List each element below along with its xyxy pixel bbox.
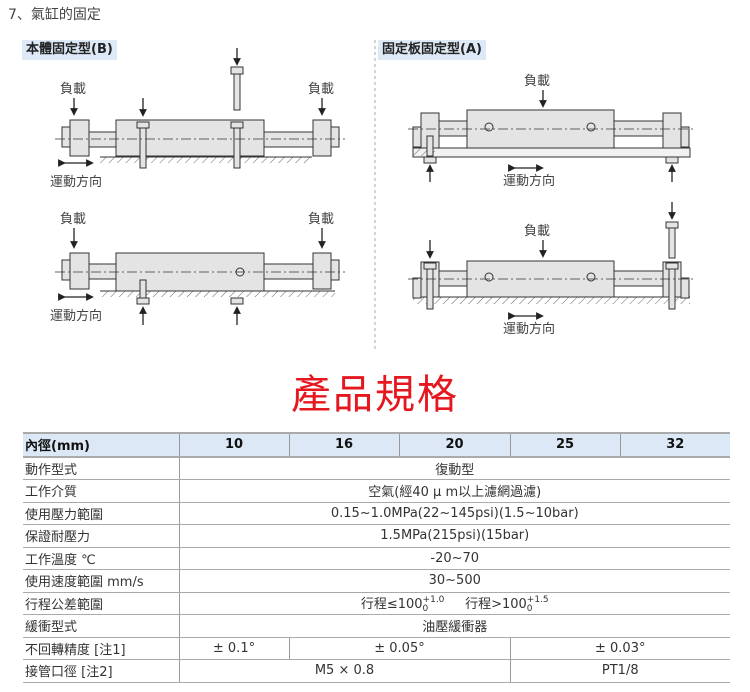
stroke-le-100: 行程≤100 bbox=[360, 597, 423, 612]
arrows bbox=[70, 48, 676, 325]
row-label: 工作介質 bbox=[23, 479, 179, 503]
tolerance-lower: 0 bbox=[526, 603, 533, 614]
row-label: 不回轉精度 [注1] bbox=[23, 637, 179, 660]
header-cell: 16 bbox=[288, 432, 399, 458]
section-title: 7、氣缸的固定 bbox=[8, 7, 101, 23]
table-row: 工作溫度 ℃-20~70 bbox=[23, 547, 730, 570]
cylinder-a-top bbox=[408, 109, 695, 164]
row-value: ± 0.05° bbox=[288, 637, 510, 660]
panel-a-label: 固定板固定型(A) bbox=[378, 40, 486, 60]
header-cell: 25 bbox=[509, 432, 620, 458]
table-row: 接管口徑 [注2] M5 × 0.8 PT1/8 bbox=[23, 659, 730, 683]
row-value: 空氣(經40 μ m以上濾網過濾) bbox=[178, 479, 730, 503]
spec-title: 產品規格 bbox=[291, 372, 459, 418]
row-value: M5 × 0.8 bbox=[178, 659, 510, 683]
load-label: 負載 bbox=[524, 224, 550, 239]
row-value: 復動型 bbox=[178, 456, 730, 480]
row-label: 緩衝型式 bbox=[23, 614, 179, 638]
load-label: 負載 bbox=[60, 212, 86, 227]
motion-label: 運動方向 bbox=[503, 321, 555, 337]
row-label: 使用速度範圍 mm/s bbox=[23, 569, 179, 593]
cylinder-b-bottom bbox=[55, 252, 345, 305]
row-label: 使用壓力範圍 bbox=[23, 502, 179, 525]
load-label: 負載 bbox=[524, 74, 550, 89]
row-value: 30~500 bbox=[178, 569, 730, 593]
table-row: 動作型式復動型 bbox=[23, 456, 730, 480]
load-label: 負載 bbox=[60, 82, 86, 97]
header-cell: 20 bbox=[398, 432, 510, 458]
row-label: 保證耐壓力 bbox=[23, 524, 179, 548]
row-label: 行程公差範圍 bbox=[23, 592, 179, 615]
row-label: 工作溫度 ℃ bbox=[23, 547, 179, 570]
row-label: 接管口徑 [注2] bbox=[23, 659, 179, 683]
row-value: ± 0.03° bbox=[509, 637, 730, 660]
header-cell: 32 bbox=[619, 432, 730, 458]
header-cell: 內徑(mm) bbox=[23, 432, 179, 458]
cylinder-a-bottom bbox=[408, 221, 695, 310]
load-label: 負載 bbox=[308, 82, 334, 97]
row-value: 1.5MPa(215psi)(15bar) bbox=[178, 524, 730, 548]
motion-arrows bbox=[58, 159, 544, 320]
row-value: 0.15~1.0MPa(22~145psi)(1.5~10bar) bbox=[178, 502, 730, 525]
table-header-row: 內徑(mm) 10 16 20 25 32 bbox=[23, 432, 730, 458]
table-row: 工作介質空氣(經40 μ m以上濾網過濾) bbox=[23, 479, 730, 503]
row-label: 動作型式 bbox=[23, 456, 179, 480]
mounting-diagrams: 負載 負載 運動方向 負載 負載 運動方向 負載 運動方向 負載 運動方向 bbox=[50, 40, 695, 350]
motion-label: 運動方向 bbox=[503, 173, 555, 189]
tolerance-upper: +1.5 bbox=[526, 594, 549, 605]
spec-table: 內徑(mm) 10 16 20 25 32 動作型式復動型 工作介質空氣(經40… bbox=[23, 432, 730, 683]
motion-label: 運動方向 bbox=[50, 308, 102, 324]
motion-label: 運動方向 bbox=[50, 174, 102, 190]
row-value: PT1/8 bbox=[509, 659, 730, 683]
row-value: -20~70 bbox=[178, 547, 730, 570]
table-row: 不回轉精度 [注1] ± 0.1° ± 0.05° ± 0.03° bbox=[23, 637, 730, 660]
tolerance-lower: 0 bbox=[422, 603, 429, 614]
stroke-gt-100: 行程>100 bbox=[465, 597, 527, 612]
table-row: 緩衝型式油壓緩衝器 bbox=[23, 614, 730, 638]
row-value: ± 0.1° bbox=[178, 637, 289, 660]
row-value: 油壓緩衝器 bbox=[178, 614, 730, 638]
tolerance-upper: +1.0 bbox=[422, 594, 445, 605]
cylinder-b-top bbox=[55, 66, 345, 169]
header-cell: 10 bbox=[178, 432, 289, 458]
load-label: 負載 bbox=[308, 212, 334, 227]
panel-b-label: 本體固定型(B) bbox=[22, 40, 117, 60]
